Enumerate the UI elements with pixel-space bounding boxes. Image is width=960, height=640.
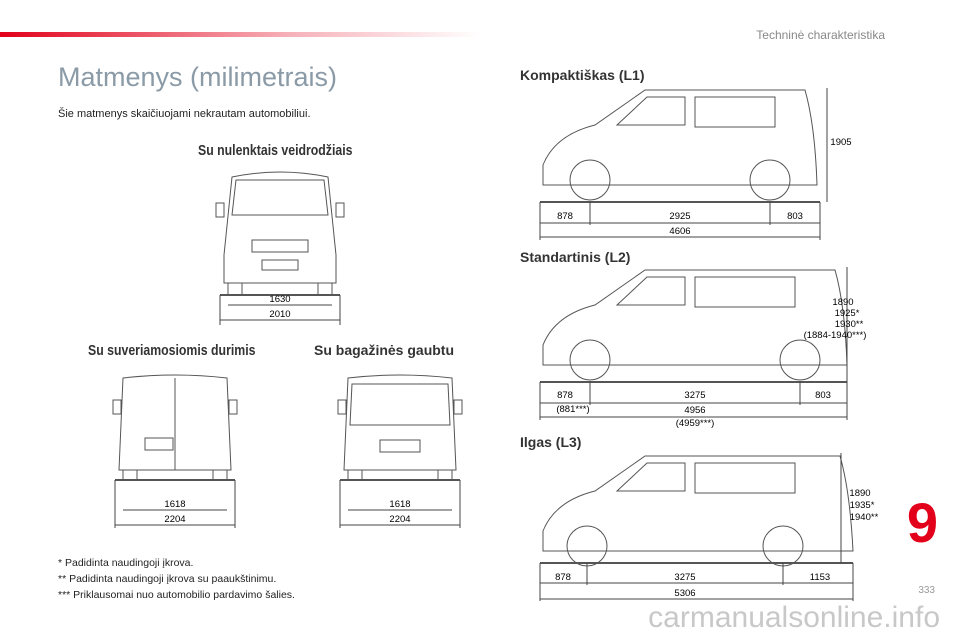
- l3-wheelbase: 3275: [674, 572, 695, 583]
- l1-height: 1905: [830, 137, 851, 148]
- l2-height-2: 1930**: [835, 319, 864, 330]
- l3-rear-overhang: 1153: [810, 572, 830, 583]
- tailgate-drawing: 1618 2204: [337, 374, 463, 528]
- l1-label: Kompaktiškas (L1): [520, 67, 645, 83]
- section-title: Techninė charakteristika: [756, 28, 885, 42]
- front-width-2010: 2010: [269, 309, 290, 320]
- footnote-2: ** Padidinta naudingoji įkrova su paaukš…: [58, 573, 277, 585]
- l2-height-1: 1925*: [835, 308, 860, 319]
- l1-front-overhang: 878: [557, 211, 573, 222]
- front-view-drawing: 1630 2010: [215, 171, 345, 325]
- l3-height-0: 1890: [849, 488, 870, 499]
- l3-height-2: 1940**: [850, 512, 879, 523]
- l3-label: Ilgas (L3): [520, 434, 582, 450]
- header-bar: [0, 32, 480, 37]
- l1-length: 4606: [669, 226, 690, 237]
- l3-length: 5306: [674, 588, 695, 599]
- rear-doors-drawing: 1618 2204: [112, 374, 238, 528]
- chapter-number: 9: [906, 491, 938, 554]
- l2-label: Standartinis (L2): [520, 249, 631, 265]
- l2-rear-overhang: 803: [815, 390, 831, 401]
- l2-front-overhang-alt: (881***): [556, 404, 589, 415]
- l3-side-drawing: 878 3275 1153 5306 1890 1935* 1940**: [539, 453, 879, 601]
- rear-doors-width-1618: 1618: [164, 499, 185, 510]
- l2-height-0: 1890: [832, 297, 853, 308]
- page-number: 333: [918, 585, 935, 596]
- l3-front-overhang: 878: [555, 572, 571, 583]
- l2-length: 4956: [684, 405, 705, 416]
- tailgate-width-2204: 2204: [389, 514, 410, 525]
- l2-length-alt: (4959***): [676, 418, 715, 429]
- watermark: carmanualsonline.info: [648, 601, 940, 634]
- tailgate-label: Su bagažinės gaubtu: [314, 342, 455, 358]
- page-title: Matmenys (milimetrais): [58, 62, 338, 92]
- footnote-1: * Padidinta naudingoji įkrova.: [58, 557, 194, 569]
- l1-side-drawing: 878 2925 803 4606 1905: [539, 88, 852, 240]
- l2-side-drawing: 878 (881***) 3275 803 4956 (4959***) 189…: [539, 267, 867, 429]
- intro-text: Šie matmenys skaičiuojami nekrautam auto…: [58, 108, 311, 120]
- rear-doors-width-2204: 2204: [164, 514, 185, 525]
- l1-rear-overhang: 803: [787, 211, 803, 222]
- l2-wheelbase: 3275: [684, 390, 705, 401]
- front-width-1630: 1630: [269, 294, 290, 305]
- footnote-3: *** Priklausomai nuo automobilio pardavi…: [58, 589, 295, 601]
- rear-doors-label: Su suveriamosiomis durimis: [88, 342, 256, 359]
- l2-height-3: (1884-1940***): [804, 330, 867, 341]
- l3-height-1: 1935*: [850, 500, 875, 511]
- tailgate-width-1618: 1618: [389, 499, 410, 510]
- l1-wheelbase: 2925: [669, 211, 690, 222]
- front-view-label: Su nulenktais veidrodžiais: [198, 142, 353, 159]
- l2-front-overhang: 878: [557, 390, 573, 401]
